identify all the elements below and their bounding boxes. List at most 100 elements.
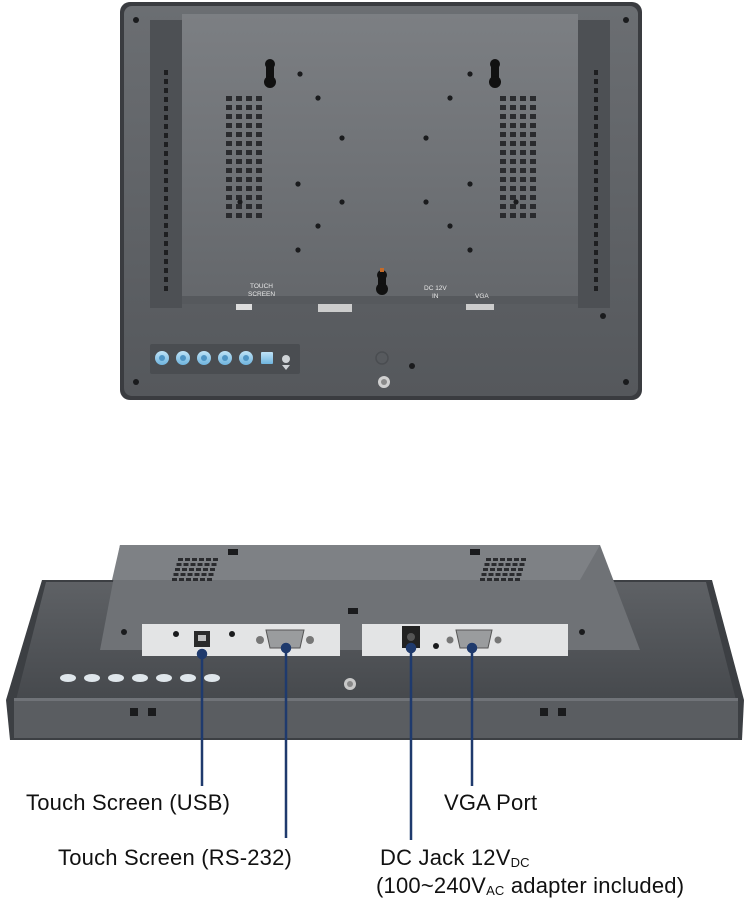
vent-hole: [226, 195, 232, 200]
angled-vent-hole: [515, 578, 520, 581]
vent-hole: [530, 96, 536, 101]
vent-hole: [520, 186, 526, 191]
angled-screws: [121, 629, 585, 649]
angled-vent-hole: [514, 558, 519, 561]
vent-hole: [510, 150, 516, 155]
vga-port-icon: [446, 629, 502, 649]
vent-hole: [226, 168, 232, 173]
vent-hole: [520, 159, 526, 164]
left-vent-slots: [164, 70, 168, 291]
angled-vent-hole: [508, 578, 513, 581]
vent-slot: [594, 151, 598, 156]
screw-hole: [513, 199, 519, 205]
vent-slot: [164, 124, 168, 129]
vent-hole: [510, 141, 516, 146]
angled-vent-hole: [213, 558, 218, 561]
vent-slot: [164, 88, 168, 93]
screw-hole: [339, 199, 345, 205]
callout-lines: [196, 642, 478, 840]
vent-hole: [226, 159, 232, 164]
angled-vent-hole: [210, 568, 215, 571]
label-dc-jack: DC Jack 12VDC: [380, 845, 530, 871]
vent-hole: [530, 132, 536, 137]
vent-slot: [164, 250, 168, 255]
vent-hole: [226, 213, 232, 218]
vent-hole: [256, 168, 262, 173]
logo-ring: [375, 351, 389, 365]
vent-hole: [510, 186, 516, 191]
vent-hole: [530, 141, 536, 146]
vent-hole: [500, 213, 506, 218]
vent-hole: [520, 195, 526, 200]
vent-hole: [246, 213, 252, 218]
vent-hole: [500, 123, 506, 128]
angled-vent-hole: [505, 563, 511, 566]
angled-vent-hole: [521, 558, 526, 561]
vent-slot: [594, 196, 598, 201]
vent-slot: [594, 241, 598, 246]
rear-view: TOUCH SCREEN DC 12V IN VGA: [120, 2, 642, 400]
vent-hole: [256, 186, 262, 191]
angled-vent-hole: [488, 573, 494, 576]
inner-vent-left: [226, 96, 262, 218]
angled-vent-hole: [187, 573, 193, 576]
angled-vent-hole: [516, 573, 522, 576]
vent-hole: [236, 123, 242, 128]
angled-vent-hole: [502, 573, 508, 576]
vent-hole: [226, 204, 232, 209]
vent-slot: [594, 232, 598, 237]
vent-hole: [520, 123, 526, 128]
vent-hole: [236, 159, 242, 164]
angled-vent-hole: [185, 558, 190, 561]
vent-hole: [530, 105, 536, 110]
angled-front-buttons: [60, 674, 220, 682]
vent-hole: [520, 150, 526, 155]
vent-hole: [226, 114, 232, 119]
corner-screws: [133, 17, 629, 385]
angled-vent-hole: [481, 573, 487, 576]
angled-vent-hole: [175, 568, 180, 571]
angled-vent-hole: [197, 563, 203, 566]
screw-hole: [339, 135, 345, 141]
ground-screw-icon: [378, 376, 390, 388]
vent-hole: [236, 150, 242, 155]
vent-hole: [510, 168, 516, 173]
vent-slot: [164, 151, 168, 156]
menu-button-icon: [261, 352, 273, 364]
vent-hole: [236, 177, 242, 182]
angled-vent-hole: [186, 578, 191, 581]
vent-slot: [594, 115, 598, 120]
keyhole-hanger-left-icon: [264, 59, 276, 88]
vent-hole: [530, 195, 536, 200]
angled-button: [180, 674, 196, 682]
angled-vent-hole: [486, 558, 491, 561]
screw-hole: [467, 71, 473, 77]
vent-hole: [510, 132, 516, 137]
angled-vent-hole: [200, 578, 205, 581]
vent-hole: [500, 150, 506, 155]
vent-hole: [256, 159, 262, 164]
vent-slot: [164, 223, 168, 228]
vent-hole: [530, 186, 536, 191]
mounting-holes: [237, 71, 519, 253]
keyhole-hanger-right-icon: [489, 59, 501, 88]
angled-vent-hole: [179, 578, 184, 581]
vent-hole: [236, 195, 242, 200]
adapter-text-2: adapter included): [504, 873, 685, 898]
vent-hole: [500, 114, 506, 119]
serial-port-icon: [256, 629, 314, 649]
usb-b-port-icon: [194, 631, 210, 647]
screw-hole: [295, 181, 301, 187]
vent-hole: [246, 159, 252, 164]
vent-hole: [256, 141, 262, 146]
vent-slot: [164, 205, 168, 210]
angled-vent-hole: [490, 568, 495, 571]
vent-slot: [594, 97, 598, 102]
vent-hole: [530, 150, 536, 155]
callout-dot-usb: [196, 648, 208, 660]
vent-slot: [594, 160, 598, 165]
vent-slot: [594, 277, 598, 282]
keyhole-hanger-bottom-icon: [376, 268, 388, 295]
vent-slot: [164, 241, 168, 246]
